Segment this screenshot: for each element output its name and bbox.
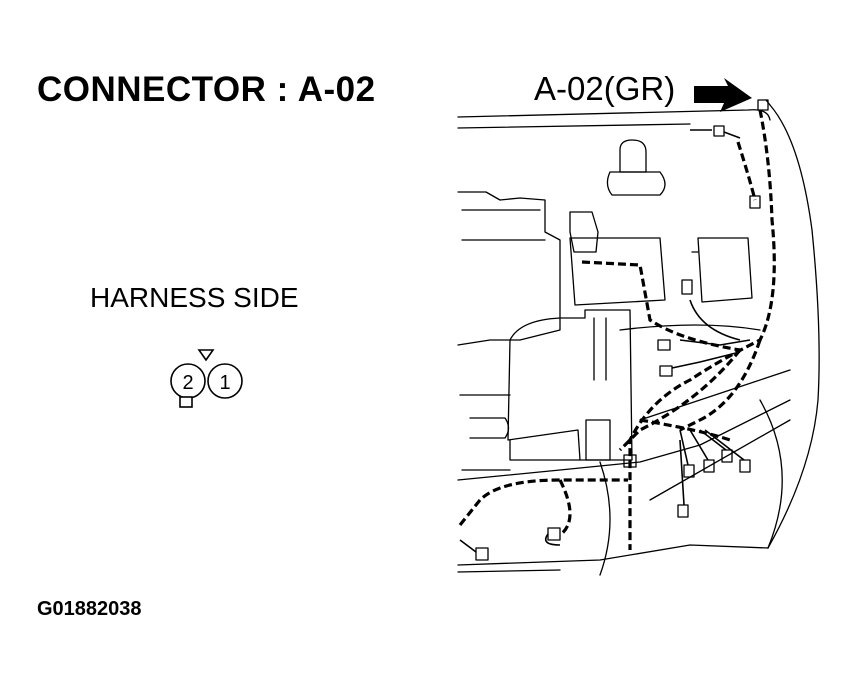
lock-indicator-icon	[197, 349, 215, 362]
callout-arrow	[694, 78, 752, 112]
connector-title: CONNECTOR : A-02	[37, 70, 376, 109]
wiring-branches	[459, 129, 751, 553]
engine-bay-drawing	[457, 99, 820, 576]
figure-id: G01882038	[37, 598, 142, 620]
connector-face-symbol: 2 1	[170, 349, 243, 408]
pin-label: 1	[219, 372, 230, 394]
connector-callout-label: A-02(GR)	[534, 70, 676, 107]
wiring-harness	[458, 109, 776, 550]
harness-side-label: HARNESS SIDE	[90, 282, 299, 313]
pin-label: 2	[182, 372, 193, 394]
